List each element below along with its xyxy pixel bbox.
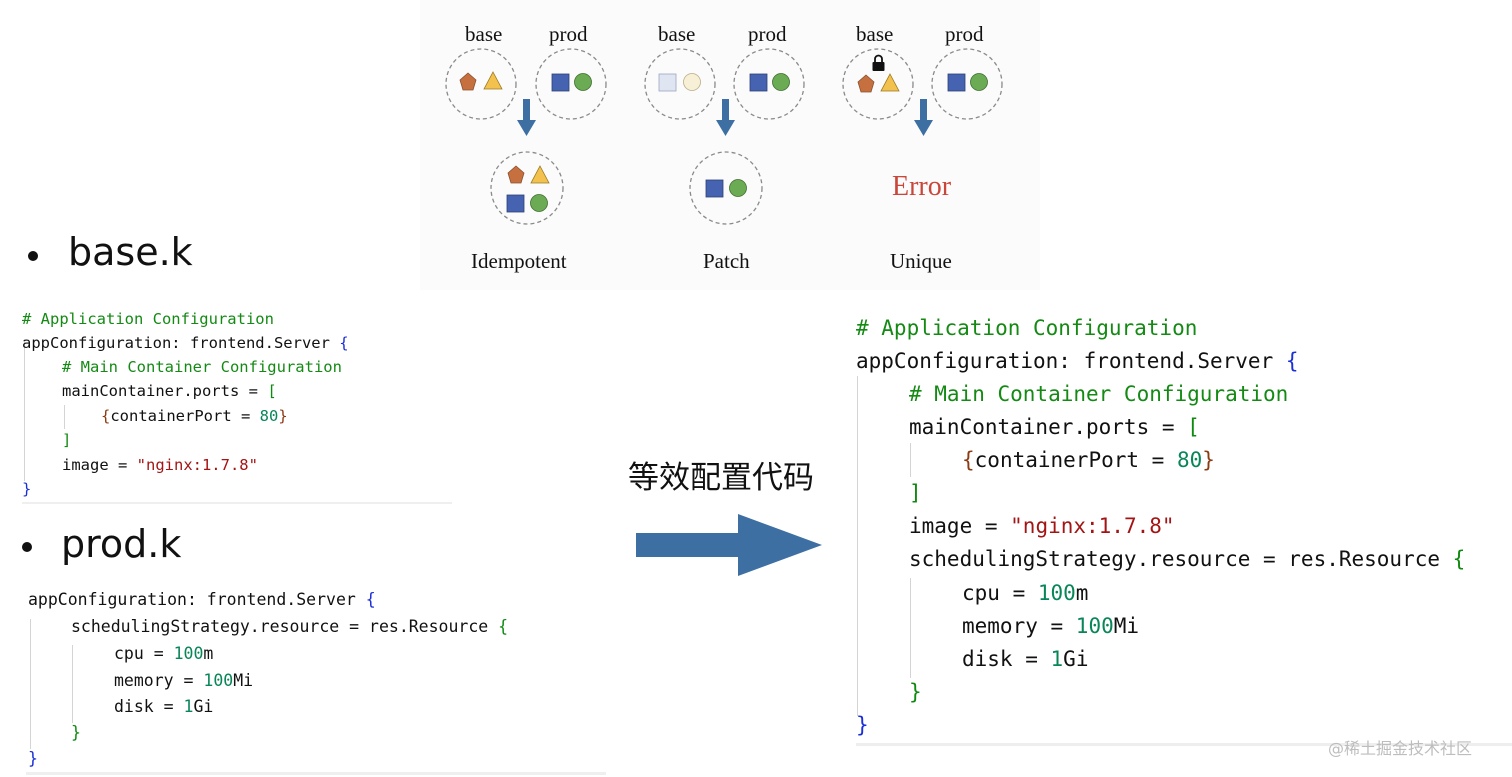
- code-line: memory = 100Mi: [962, 614, 1140, 638]
- code-line: }: [909, 680, 922, 704]
- panel-unique-prod-label: prod: [945, 22, 984, 46]
- code-line: memory = 100Mi: [114, 671, 254, 690]
- code-line: }: [22, 480, 32, 498]
- panel-idempotent-base-label: base: [465, 22, 502, 46]
- triangle-shape-icon: [880, 73, 900, 92]
- pentagon-shape-icon: [857, 74, 875, 93]
- code-line: cpu = 100m: [962, 581, 1089, 605]
- code-line: appConfiguration: frontend.Server {: [28, 590, 376, 609]
- faded-square-shape-icon: [658, 73, 677, 92]
- triangle-shape-icon: [530, 165, 550, 184]
- pentagon-shape-icon: [459, 72, 477, 91]
- panel-unique-error-text: Error: [892, 171, 952, 202]
- square-shape-icon: [749, 73, 768, 92]
- down-arrow-icon: [914, 99, 933, 136]
- code-line: image = "nginx:1.7.8": [62, 456, 258, 474]
- code-line: }: [856, 713, 869, 737]
- circle-shape-icon: [530, 194, 548, 212]
- panel-unique-base-circle: [842, 48, 914, 120]
- code-line: schedulingStrategy.resource = res.Resour…: [71, 617, 509, 636]
- square-shape-icon: [506, 194, 525, 213]
- down-arrow-icon: [716, 99, 735, 136]
- panel-idempotent-prod-circle: [535, 48, 607, 120]
- faded-circle-shape-icon: [683, 73, 701, 91]
- circle-shape-icon: [574, 73, 592, 91]
- bullet-dot: [28, 251, 38, 261]
- watermark: @稀土掘金技术社区: [1328, 739, 1473, 758]
- circle-shape-icon: [970, 73, 988, 91]
- code-line: # Main Container Configuration: [62, 358, 342, 376]
- panel-patch: base prod Patch: [644, 22, 805, 273]
- right-arrow-icon: [636, 514, 822, 576]
- bullet-prod-k-label: prod.k: [61, 522, 182, 566]
- code-line: {containerPort = 80}: [101, 407, 288, 425]
- circle-shape-icon: [772, 73, 790, 91]
- code-line: ]: [909, 481, 922, 505]
- code-line: mainContainer.ports = [: [909, 415, 1200, 439]
- indent-guide: [857, 376, 858, 716]
- code-line: appConfiguration: frontend.Server {: [856, 349, 1299, 373]
- panel-unique-caption: Unique: [890, 249, 952, 273]
- triangle-shape-icon: [483, 71, 503, 90]
- square-shape-icon: [551, 73, 570, 92]
- indent-guide: [30, 619, 31, 749]
- indent-guide: [910, 578, 911, 678]
- panel-idempotent-caption: Idempotent: [471, 249, 567, 273]
- down-arrow-icon: [517, 99, 536, 136]
- panel-patch-caption: Patch: [703, 249, 750, 273]
- indent-guide: [64, 405, 65, 429]
- panel-idempotent-result-circle: [490, 151, 564, 225]
- code-line: disk = 1Gi: [114, 697, 214, 716]
- square-shape-icon: [947, 73, 966, 92]
- indent-guide: [72, 645, 73, 723]
- panel-idempotent: base prod Idempotent: [445, 22, 607, 273]
- code-line: # Application Configuration: [856, 316, 1198, 340]
- square-shape-icon: [705, 179, 724, 198]
- indent-guide: [24, 341, 25, 481]
- bullet-base-k-label: base.k: [68, 230, 193, 274]
- code-line: disk = 1Gi: [962, 647, 1089, 671]
- code-line: appConfiguration: frontend.Server {: [22, 334, 349, 352]
- code-line: cpu = 100m: [114, 644, 214, 663]
- circle-shape-icon: [729, 179, 747, 197]
- panel-unique-prod-circle: [931, 48, 1003, 120]
- prod-k-code-block: appConfiguration: frontend.Server { sche…: [26, 585, 606, 775]
- code-line: # Main Container Configuration: [909, 382, 1289, 406]
- panel-idempotent-base-circle: [445, 48, 517, 120]
- code-line: {containerPort = 80}: [962, 448, 1215, 472]
- code-line: image = "nginx:1.7.8": [909, 514, 1175, 538]
- bullet-base-k: base.k: [0, 228, 300, 284]
- panel-unique-base-label: base: [856, 22, 893, 46]
- indent-guide: [910, 443, 911, 477]
- code-line: mainContainer.ports = [: [62, 382, 277, 400]
- merge-strategy-svg: base prod Idempotent base prod: [445, 22, 1003, 273]
- panel-patch-result-circle: [689, 151, 763, 225]
- code-line: }: [71, 723, 81, 742]
- panel-idempotent-prod-label: prod: [549, 22, 588, 46]
- code-line: schedulingStrategy.resource = res.Resour…: [909, 547, 1466, 571]
- panel-patch-base-circle: [644, 48, 716, 120]
- bullet-dot: [22, 542, 32, 552]
- code-line: # Application Configuration: [22, 310, 274, 328]
- bullet-prod-k: prod.k: [0, 520, 300, 576]
- code-line: }: [28, 749, 38, 768]
- lock-icon: [872, 54, 885, 71]
- equivalent-config-label: 等效配置代码: [628, 460, 814, 496]
- base-k-code-block: # Application Configuration appConfigura…: [22, 308, 452, 504]
- merged-code-block: # Application Configuration appConfigura…: [856, 312, 1512, 746]
- panel-patch-prod-label: prod: [748, 22, 787, 46]
- code-line: ]: [62, 431, 72, 449]
- panel-unique: base prod Error Unique: [842, 22, 1003, 273]
- panel-patch-prod-circle: [733, 48, 805, 120]
- merge-strategy-diagram: base prod Idempotent base prod: [420, 0, 1040, 290]
- panel-patch-base-label: base: [658, 22, 695, 46]
- pentagon-shape-icon: [507, 165, 525, 184]
